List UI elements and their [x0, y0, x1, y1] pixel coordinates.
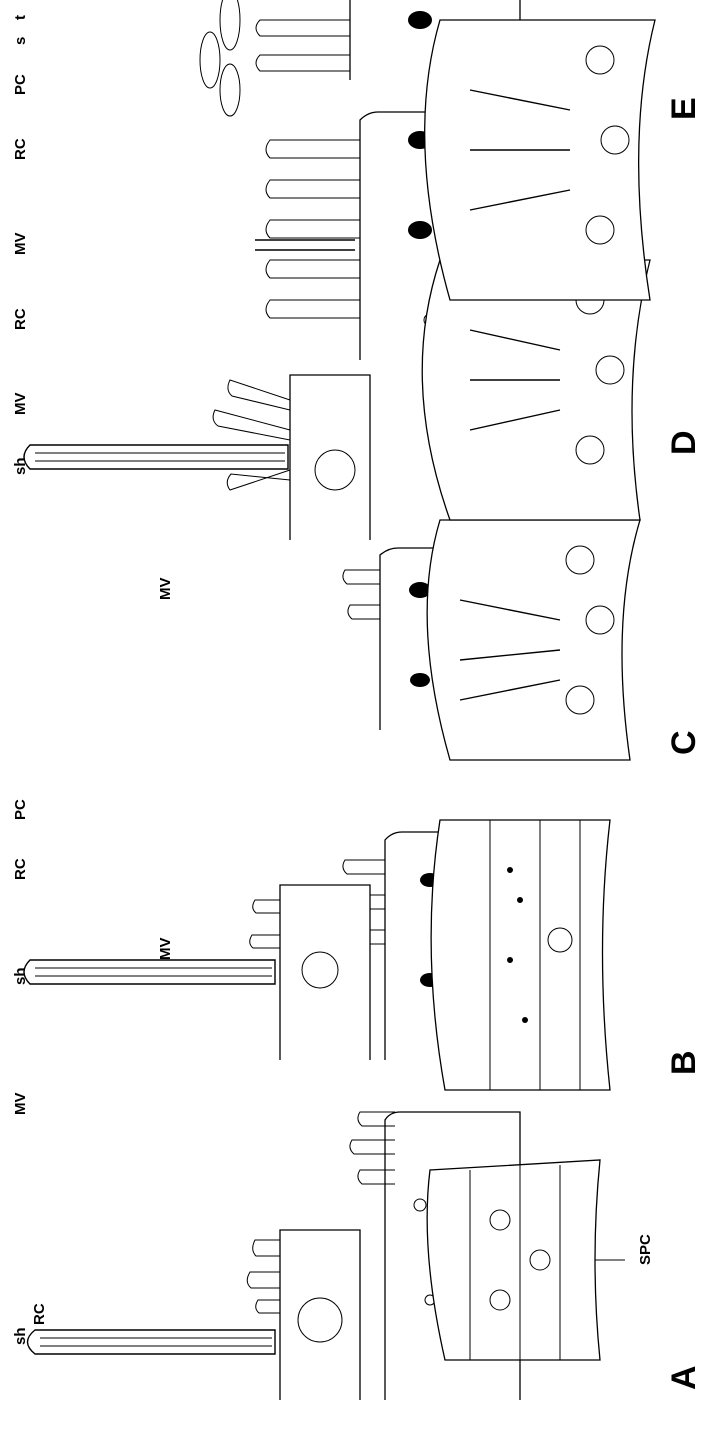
label-rc-b: RC — [12, 858, 29, 880]
section-b — [431, 820, 610, 1090]
label-sh-c: sh — [12, 457, 29, 475]
label-spc: SPC — [637, 1234, 654, 1265]
stage-label-e: E — [665, 97, 703, 120]
stage-label-a: A — [665, 1365, 703, 1390]
label-mv-a: MV — [12, 1093, 29, 1116]
label-sh-a: sh — [12, 1327, 29, 1345]
label-rc-a: RC — [31, 1303, 48, 1325]
label-mv-b: MV — [157, 938, 174, 961]
label-rc-d: RC — [12, 138, 29, 160]
label-mv-c: MV — [12, 393, 29, 416]
section-e — [425, 20, 655, 300]
section-c — [427, 520, 640, 760]
label-pc-b: PC — [12, 799, 29, 820]
label-t: t — [12, 15, 29, 20]
stage-label-d: D — [665, 430, 703, 455]
stage-label-b: B — [665, 1050, 703, 1075]
label-s: s — [12, 37, 29, 45]
label-pc-d: PC — [12, 74, 29, 95]
section-a — [427, 1160, 600, 1360]
label-mv-c2: MV — [157, 578, 174, 601]
label-sh-b: sh — [12, 967, 29, 985]
stage-label-c: C — [665, 730, 703, 755]
label-mv-d: MV — [12, 233, 29, 256]
label-rc-c: RC — [12, 308, 29, 330]
